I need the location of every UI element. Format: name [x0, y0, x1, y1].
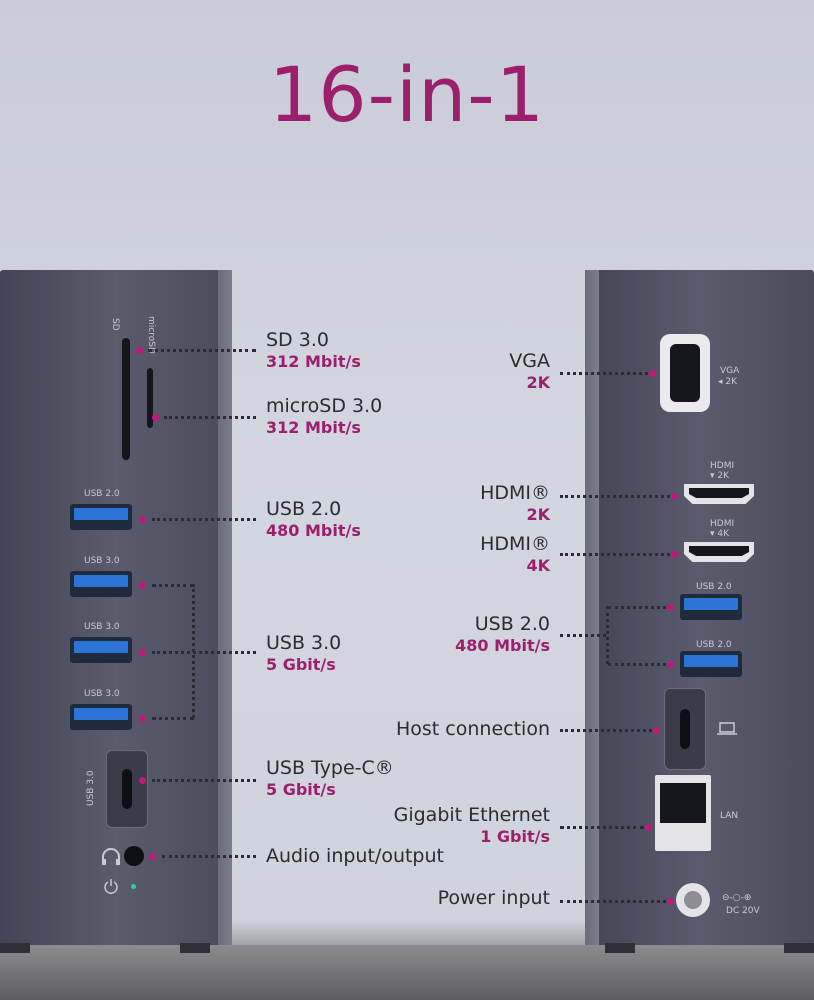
hdmi-port-label: HDMI [710, 461, 735, 471]
dc-port-label: DC 20V [726, 906, 760, 916]
headphone-icon [102, 848, 120, 865]
audio-jack[interactable] [124, 846, 144, 866]
leader-line [608, 606, 666, 609]
leader-line [152, 651, 256, 654]
callout-dot [671, 493, 678, 500]
leader-line [152, 717, 194, 720]
leader-line [560, 826, 644, 829]
callout-dot [136, 347, 143, 354]
lan-port-label: LAN [720, 811, 739, 821]
callout-dot [149, 853, 156, 860]
dc-power-jack[interactable] [676, 883, 710, 917]
callout-dot [152, 414, 159, 421]
sd-card-slot[interactable] [122, 338, 130, 460]
callout-dot [671, 551, 678, 558]
callout-hdmi-4k: HDMI®4K [480, 533, 550, 576]
power-led [131, 884, 136, 889]
usb20-port-label: USB 2.0 [84, 489, 120, 499]
hdmi-res-label: ▾ 2K [710, 471, 730, 481]
vga-port-label: VGA [720, 366, 740, 376]
panel-edge [218, 270, 232, 945]
panel-foot [605, 943, 635, 953]
usb-c-port[interactable] [106, 750, 148, 828]
floor-shadow [0, 945, 814, 1000]
callout-dot [667, 604, 674, 611]
usb-a-port[interactable] [680, 594, 742, 620]
hdmi-res-label: ▾ 4K [710, 529, 730, 539]
leader-line [560, 372, 648, 375]
panel-edge [585, 270, 599, 945]
ethernet-port[interactable] [655, 775, 711, 851]
callout-dot [139, 582, 146, 589]
usb20-port-label: USB 2.0 [696, 640, 732, 650]
usb-a-port[interactable] [70, 571, 132, 597]
callout-dot [645, 824, 652, 831]
usb20-port-label: USB 2.0 [696, 582, 732, 592]
usb30-port-label: USB 3.0 [84, 556, 120, 566]
leader-line [164, 416, 256, 419]
usb-a-port[interactable] [70, 704, 132, 730]
leader-line [560, 634, 606, 637]
leader-line [152, 779, 256, 782]
leader-line [608, 663, 666, 666]
leader-line [152, 584, 194, 587]
usb30-port-label: USB 3.0 [84, 689, 120, 699]
usb-a-port[interactable] [70, 504, 132, 530]
page-title: 16-in-1 [268, 50, 546, 139]
host-usb-c-port[interactable] [664, 688, 706, 770]
callout-usb-c: USB Type-C®5 Gbit/s [266, 757, 394, 800]
hdmi-port[interactable] [684, 542, 754, 562]
usb-a-port[interactable] [680, 651, 742, 677]
panel-foot [0, 943, 30, 953]
callout-dot [139, 516, 146, 523]
front-panel [0, 270, 232, 953]
callout-dot [139, 777, 146, 784]
callout-dot [139, 649, 146, 656]
callout-dot [139, 715, 146, 722]
callout-dot [667, 661, 674, 668]
usb-c-port-label: USB 3.0 [86, 770, 96, 806]
callout-audio: Audio input/output [266, 845, 444, 867]
leader-line [560, 729, 652, 732]
panel-foot [784, 943, 814, 953]
leader-bracket [192, 584, 195, 718]
power-icon [104, 879, 118, 894]
leader-line [148, 349, 256, 352]
usb30-port-label: USB 3.0 [84, 622, 120, 632]
leader-line [152, 518, 256, 521]
hdmi-port-label: HDMI [710, 519, 735, 529]
laptop-icon [717, 722, 737, 735]
callout-hdmi-2k: HDMI®2K [480, 482, 550, 525]
vga-port[interactable] [660, 334, 710, 412]
sd-port-label: SD [110, 318, 120, 331]
leader-line [560, 900, 666, 903]
callout-power: Power input [437, 887, 550, 909]
vga-res-label: ◂ 2K [718, 377, 738, 387]
usb-a-port[interactable] [70, 637, 132, 663]
panel-foot [180, 943, 210, 953]
leader-line [560, 495, 670, 498]
hdmi-port[interactable] [684, 484, 754, 504]
leader-line [560, 553, 670, 556]
leader-bracket [606, 606, 609, 664]
callout-dot [667, 898, 674, 905]
callout-dot [653, 727, 660, 734]
callout-host: Host connection [396, 718, 550, 740]
callout-dot [649, 370, 656, 377]
dc-polarity-symbol: ⊖-○-⊕ [722, 893, 752, 903]
leader-line [162, 855, 256, 858]
microsd-card-slot[interactable] [147, 368, 153, 428]
